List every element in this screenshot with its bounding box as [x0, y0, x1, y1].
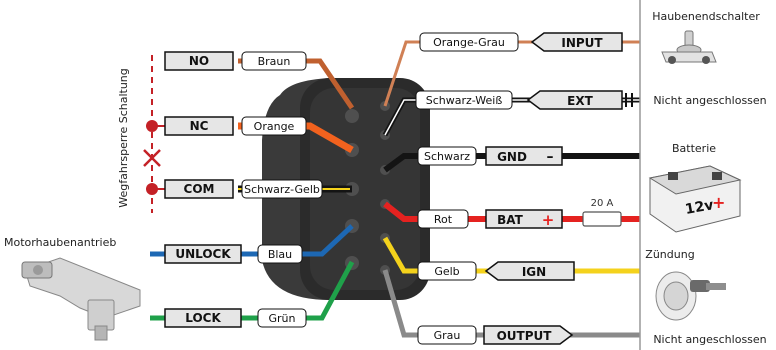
tag-com: COM	[164, 179, 234, 199]
actuator-label: Motorhaubenantrieb	[4, 236, 116, 249]
ext-note: Nicht angeschlossen	[653, 94, 766, 107]
relay-node-nc	[146, 120, 158, 132]
gnd-minus-sign: –	[547, 149, 554, 165]
code-label: LOCK	[185, 311, 221, 325]
wire-label-gelb: Gelb	[417, 261, 477, 281]
hood-switch-icon	[661, 30, 717, 64]
tag-gnd: GND –	[485, 146, 563, 166]
battery-voltage-text: 12v	[684, 197, 715, 218]
wire-label-schwarz-gelb: Schwarz-Gelb	[241, 179, 323, 199]
tag-unlock: UNLOCK	[164, 244, 242, 264]
tag-ext: EXT	[526, 90, 623, 110]
tag-input: INPUT	[530, 32, 623, 52]
wire-label-schwarz: Schwarz	[417, 146, 477, 166]
code-label: NC	[190, 119, 209, 133]
wire-text: Braun	[258, 55, 291, 68]
hood-actuator-icon	[21, 257, 141, 341]
fuse-label: 20 A	[591, 198, 614, 209]
fuse: 20 A	[582, 198, 622, 227]
wire-text: Orange	[254, 120, 295, 133]
wire-text: Grau	[434, 329, 461, 342]
wire-label-braun: Braun	[241, 51, 307, 71]
tag-no: NO	[164, 51, 234, 71]
battery-label: Batterie	[672, 142, 716, 155]
code-label: INPUT	[561, 36, 603, 50]
hood-switch-label: Haubenendschalter	[652, 10, 760, 23]
ignition-key-icon	[655, 271, 726, 321]
wire-label-grau: Grau	[417, 325, 477, 345]
wire-label-gruen: Grün	[257, 308, 307, 328]
wire-label-schwarz-weiss: Schwarz-Weiß	[415, 90, 513, 110]
wire-text: Schwarz-Weiß	[426, 94, 503, 107]
code-label: EXT	[567, 94, 593, 108]
code-label: COM	[184, 182, 215, 196]
relay-cross-icon	[143, 149, 161, 167]
wire-text: Orange-Grau	[433, 36, 505, 49]
wire-label-rot: Rot	[417, 209, 469, 229]
bat-plus-sign: +	[542, 211, 555, 229]
code-label: BAT	[497, 213, 524, 227]
battery-plus-icon: +	[712, 193, 725, 212]
output-note: Nicht angeschlossen	[653, 333, 766, 346]
code-label: GND	[497, 150, 527, 164]
relay-node-com	[146, 183, 158, 195]
left-section-label: Wegfahrsperre Schaltung	[117, 68, 130, 207]
wire-text: Gelb	[434, 265, 459, 278]
wire-label-blau: Blau	[257, 244, 303, 264]
tag-lock: LOCK	[164, 308, 242, 328]
wire-text: Grün	[269, 312, 296, 325]
ignition-label: Zündung	[645, 248, 694, 261]
wire-label-orange-grau: Orange-Grau	[419, 32, 519, 52]
tag-bat: BAT +	[485, 209, 563, 229]
ext-terminator	[625, 93, 633, 107]
wire-label-orange: Orange	[241, 116, 307, 136]
tag-ign: IGN	[484, 261, 575, 281]
pin	[345, 109, 359, 123]
tag-output: OUTPUT	[483, 325, 574, 345]
battery-icon: 12v +	[648, 165, 742, 233]
code-label: NO	[189, 54, 209, 68]
wire-text: Schwarz-Gelb	[244, 183, 320, 196]
wire-text: Rot	[434, 213, 453, 226]
tag-nc: NC	[164, 116, 234, 136]
code-label: IGN	[522, 265, 546, 279]
code-label: UNLOCK	[175, 247, 231, 261]
wire-text: Schwarz	[424, 150, 470, 163]
code-label: OUTPUT	[497, 329, 553, 343]
wire-text: Blau	[268, 248, 292, 261]
